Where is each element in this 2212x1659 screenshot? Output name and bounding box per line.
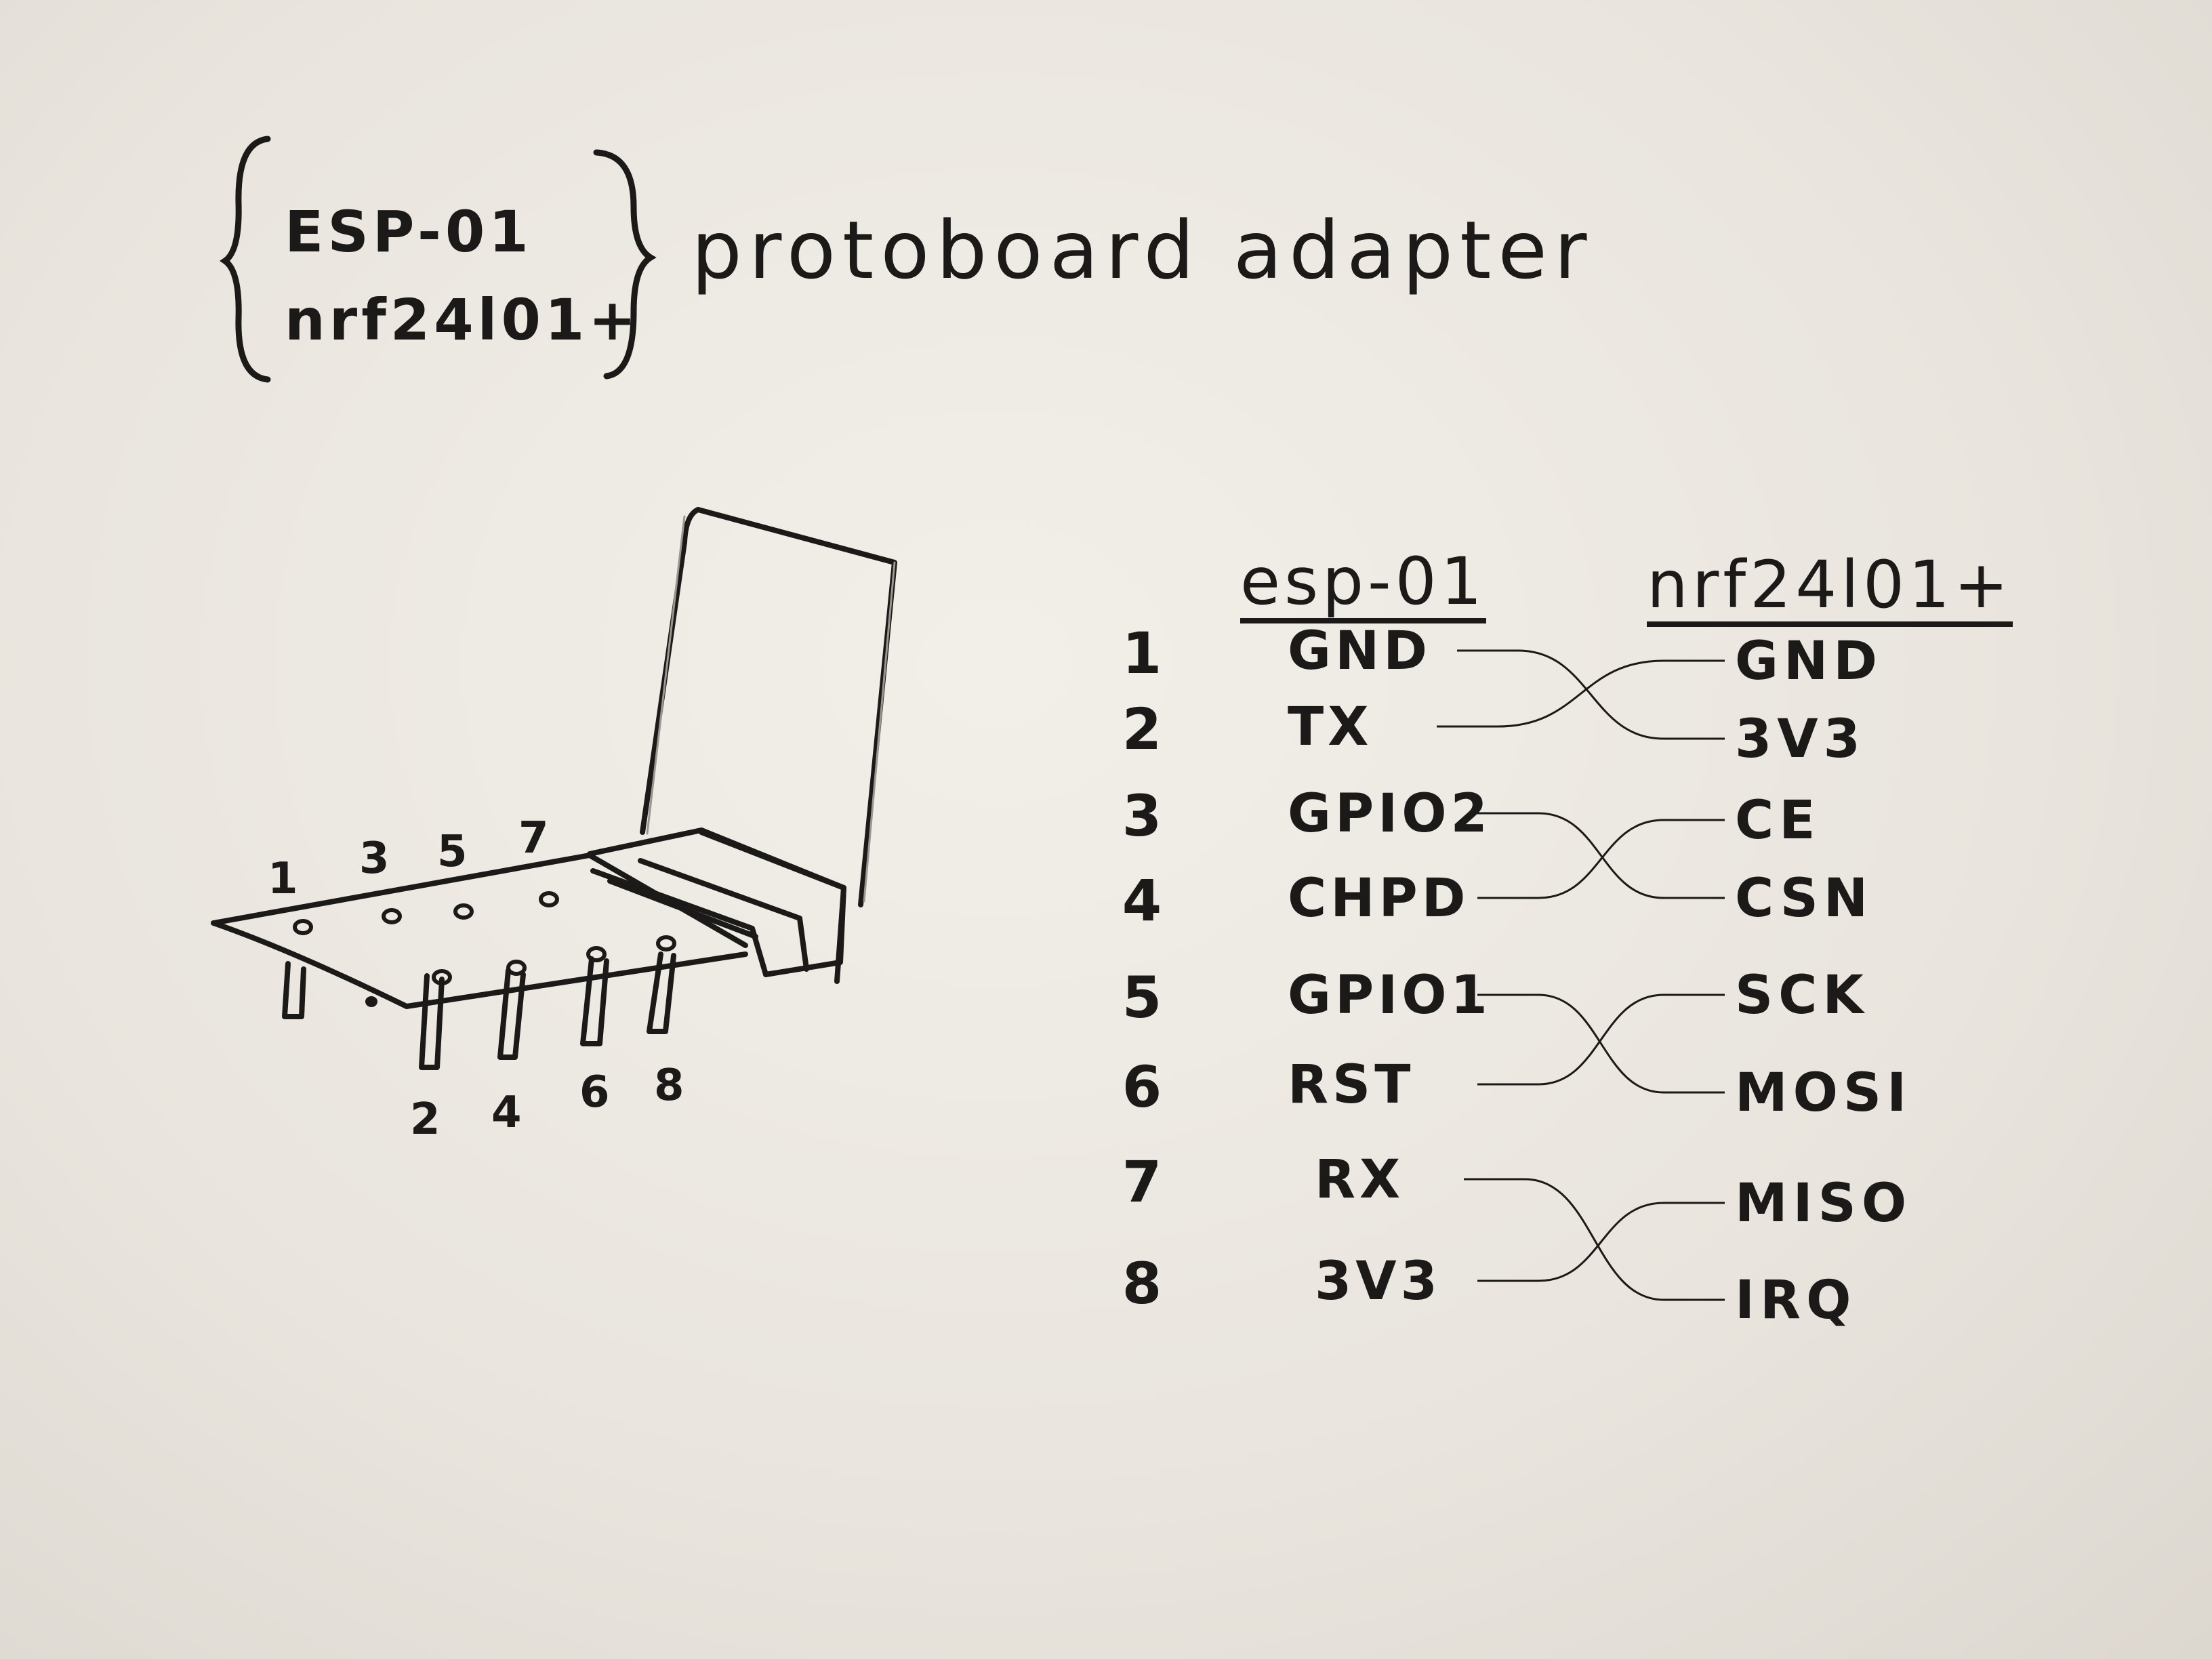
wire-3v3-to-miso (1477, 1202, 1725, 1282)
sketch-pin-label-4: 4 (491, 1088, 522, 1138)
wire-gnd-to-3v3 (1457, 649, 1725, 740)
wire-gpio1-to-mosi (1477, 994, 1725, 1094)
title-module-nrf24l01: nrf24l01+ (285, 287, 640, 353)
sketch-pin-label-5: 5 (437, 827, 468, 877)
sketch-pin-label-2: 2 (410, 1094, 441, 1145)
esp01-pin-gpio2: GPIO2 (1288, 783, 1492, 844)
pin-number-2: 2 (1122, 696, 1162, 762)
wire-lines (1437, 649, 1725, 1301)
sketch-pin-label-1: 1 (268, 854, 298, 904)
sketch-pin-label-7: 7 (518, 813, 549, 863)
pin-number-6: 6 (1122, 1054, 1162, 1120)
wire-chpd-to-ce (1477, 819, 1725, 899)
pin-number-4: 4 (1122, 867, 1162, 934)
sketch-pin-label-8: 8 (654, 1061, 684, 1111)
wire-rx-to-irq (1464, 1178, 1725, 1301)
esp01-pin-rst: RST (1288, 1054, 1415, 1115)
page-title: protoboard adapter (691, 203, 1594, 297)
module-board-sketch (211, 507, 897, 1070)
nrf24l01-pin-ce: CE (1735, 790, 1821, 851)
pin-number-3: 3 (1122, 783, 1162, 849)
pin-number-7: 7 (1122, 1149, 1162, 1215)
nrf24l01-pin-csn: CSN (1735, 868, 1874, 929)
esp01-pin-chpd: CHPD (1288, 868, 1470, 929)
esp01-column-header: esp-01 (1240, 549, 1486, 623)
title-module-esp01: ESP-01 (285, 199, 533, 265)
pin-number-1: 1 (1122, 620, 1162, 687)
right-brace (593, 149, 657, 380)
wire-tx-to-gnd (1437, 659, 1725, 728)
nrf24l01-pin-gnd: GND (1735, 631, 1883, 692)
nrf24l01-pin-miso: MISO (1735, 1173, 1912, 1234)
nrf24l01-pin-sck: SCK (1735, 965, 1869, 1026)
module-holes (293, 891, 676, 1007)
esp01-pin-rx: RX (1315, 1149, 1405, 1210)
esp01-pin-tx: TX (1288, 697, 1373, 758)
sketch-pin-label-3: 3 (359, 834, 390, 884)
sketch-pin-label-6: 6 (579, 1067, 610, 1118)
pin-number-8: 8 (1122, 1250, 1162, 1317)
esp01-pin-3v3: 3V3 (1315, 1251, 1441, 1312)
wire-gpio2-to-csn (1477, 812, 1725, 899)
esp01-pin-gpio1: GPIO1 (1288, 965, 1492, 1026)
nrf24l01-pin-mosi: MOSI (1735, 1063, 1912, 1124)
nrf24l01-column-header: nrf24l01+ (1647, 552, 2013, 627)
left-brace (220, 136, 271, 383)
nrf24l01-pin-3v3: 3V3 (1735, 709, 1866, 770)
nrf24l01-pin-irq: IRQ (1735, 1270, 1857, 1331)
pin-number-5: 5 (1122, 964, 1162, 1031)
esp01-pin-gnd: GND (1288, 621, 1432, 682)
wire-rst-to-sck (1477, 994, 1725, 1086)
